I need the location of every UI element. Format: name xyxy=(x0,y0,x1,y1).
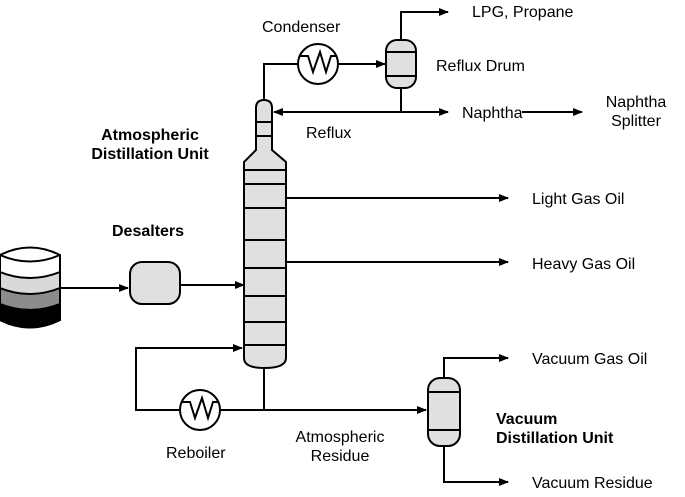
lpg-label: LPG, Propane xyxy=(472,4,574,21)
adu-line2: Distillation Unit xyxy=(91,146,209,163)
adu-line1: Atmospheric xyxy=(101,127,199,144)
overhead-vapor-line xyxy=(263,63,298,100)
reboiler-exchanger-icon xyxy=(179,389,221,431)
naphtha-splitter-line2: Splitter xyxy=(611,113,661,130)
atmospheric-column xyxy=(243,98,287,370)
vdu-line2: Distillation Unit xyxy=(496,430,614,447)
atmospheric-distillation-unit-label: Atmospheric Distillation Unit xyxy=(70,126,230,164)
naphtha-splitter-line1: Naphtha xyxy=(605,94,667,111)
vacuum-gas-oil-label: Vacuum Gas Oil xyxy=(532,351,648,368)
desalter-vessel xyxy=(129,261,181,305)
naphtha-label: Naphtha xyxy=(462,105,523,122)
naphtha-splitter-label: Naphtha Splitter xyxy=(596,93,676,131)
reflux-drum-label: Reflux Drum xyxy=(436,58,525,75)
reflux-label: Reflux xyxy=(306,125,352,142)
reflux-drum-vessel xyxy=(385,39,417,89)
atm-residue-line1: Atmospheric xyxy=(295,429,385,446)
vacuum-residue-line xyxy=(443,446,509,486)
vacuum-gas-oil-line xyxy=(443,354,509,378)
condenser-exchanger-icon xyxy=(297,43,339,85)
vdu-line1: Vacuum xyxy=(496,411,558,428)
condenser-label: Condenser xyxy=(262,19,341,36)
atm-residue-line2: Residue xyxy=(310,448,370,465)
atmospheric-residue-label: Atmospheric Residue xyxy=(280,428,400,466)
light-gas-oil-label: Light Gas Oil xyxy=(532,191,625,208)
reboiler-label: Reboiler xyxy=(166,445,226,462)
lpg-product-line xyxy=(400,8,449,40)
reboiler-return-line xyxy=(135,344,243,411)
heavy-gas-oil-label: Heavy Gas Oil xyxy=(532,256,636,273)
vacuum-residue-label: Vacuum Residue xyxy=(532,475,653,492)
desalters-label: Desalters xyxy=(112,223,185,240)
crude-oil-barrel-icon xyxy=(0,246,61,329)
vacuum-distillation-unit-label: Vacuum Distillation Unit xyxy=(496,410,613,448)
vacuum-column xyxy=(427,377,461,447)
